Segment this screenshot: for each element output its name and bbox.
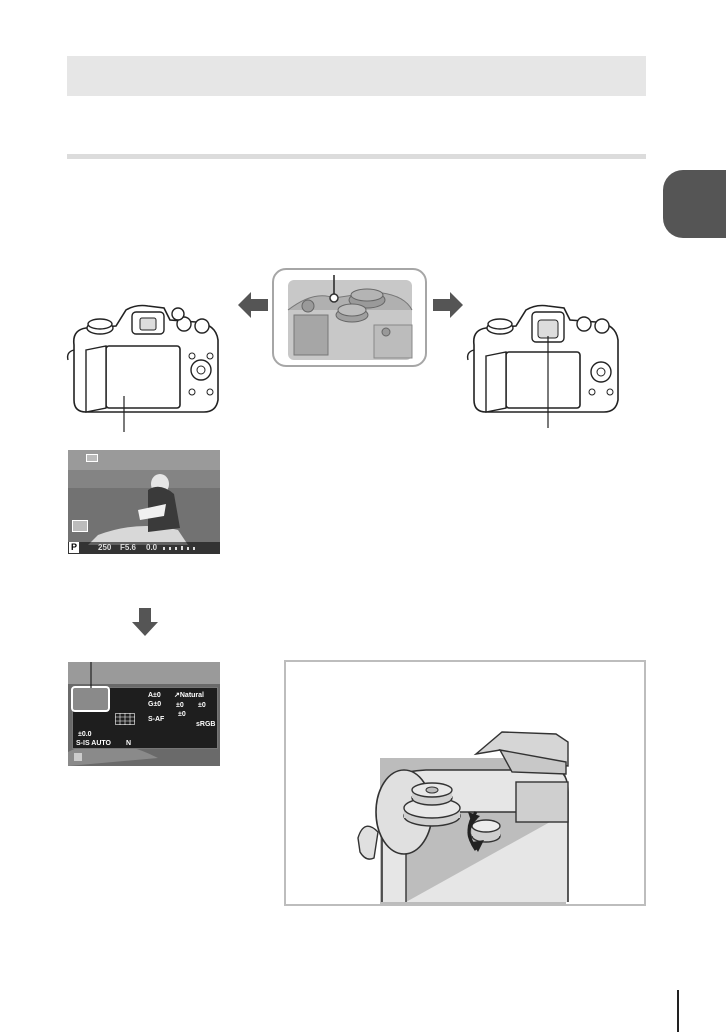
hud-bar xyxy=(68,542,220,554)
wifi-off-icon xyxy=(72,520,88,532)
page-margin-rule xyxy=(677,990,679,1032)
section-header-bar xyxy=(67,56,646,96)
af-target-grid-icon xyxy=(115,713,135,725)
eye-sensor-closeup-illustration xyxy=(287,275,413,360)
scp-flash-comp[interactable]: ±0.0 xyxy=(78,731,92,738)
section-divider xyxy=(67,154,646,159)
scp-saturation[interactable]: ±0 xyxy=(178,711,186,718)
super-control-panel: A±0 ↗Natural G±0 ±0 ±0 ±0 S-AF sRGB ±0.0… xyxy=(68,662,220,766)
scp-selected-cell[interactable] xyxy=(71,686,110,712)
scp-callout-leader xyxy=(90,662,92,688)
chapter-tab xyxy=(663,170,726,238)
scp-panel-grid xyxy=(72,687,218,749)
live-view-photo xyxy=(68,450,220,554)
scp-wb-a[interactable]: A±0 xyxy=(148,692,161,699)
scp-contrast[interactable]: ±0 xyxy=(198,702,206,709)
aperture-value: F5.6 xyxy=(120,543,137,552)
rotate-arrow-icon xyxy=(467,811,478,851)
scp-mode-indicator xyxy=(74,753,82,761)
scp-color-space[interactable]: sRGB xyxy=(196,721,216,728)
scp-sharpness[interactable]: ±0 xyxy=(176,702,184,709)
battery-icon xyxy=(86,454,98,462)
arrow-left-icon xyxy=(238,292,268,318)
exposure-scale xyxy=(163,546,195,550)
arrow-down-icon xyxy=(132,608,158,636)
dial-tip-box xyxy=(284,660,646,906)
scp-picture-mode[interactable]: ↗Natural xyxy=(174,692,204,699)
exposure-comp: 0.0 xyxy=(146,543,158,552)
shutter-speed: 250 xyxy=(98,543,112,552)
camera-viewfinder-illustration xyxy=(466,304,619,428)
scp-stabilizer[interactable]: S-IS AUTO xyxy=(76,740,112,747)
arrow-right-icon xyxy=(433,292,463,318)
camera-rear-monitor-illustration xyxy=(66,304,219,432)
live-view-screen: P 250 F5.6 0.0 xyxy=(68,450,220,554)
shooting-mode-p: P xyxy=(69,542,79,553)
dial-illustration xyxy=(357,731,569,904)
scp-wb-g[interactable]: G±0 xyxy=(148,701,162,708)
scp-quality[interactable]: N xyxy=(126,740,132,747)
eye-sensor-callout xyxy=(272,268,427,367)
scp-af-mode[interactable]: S-AF xyxy=(148,716,165,723)
